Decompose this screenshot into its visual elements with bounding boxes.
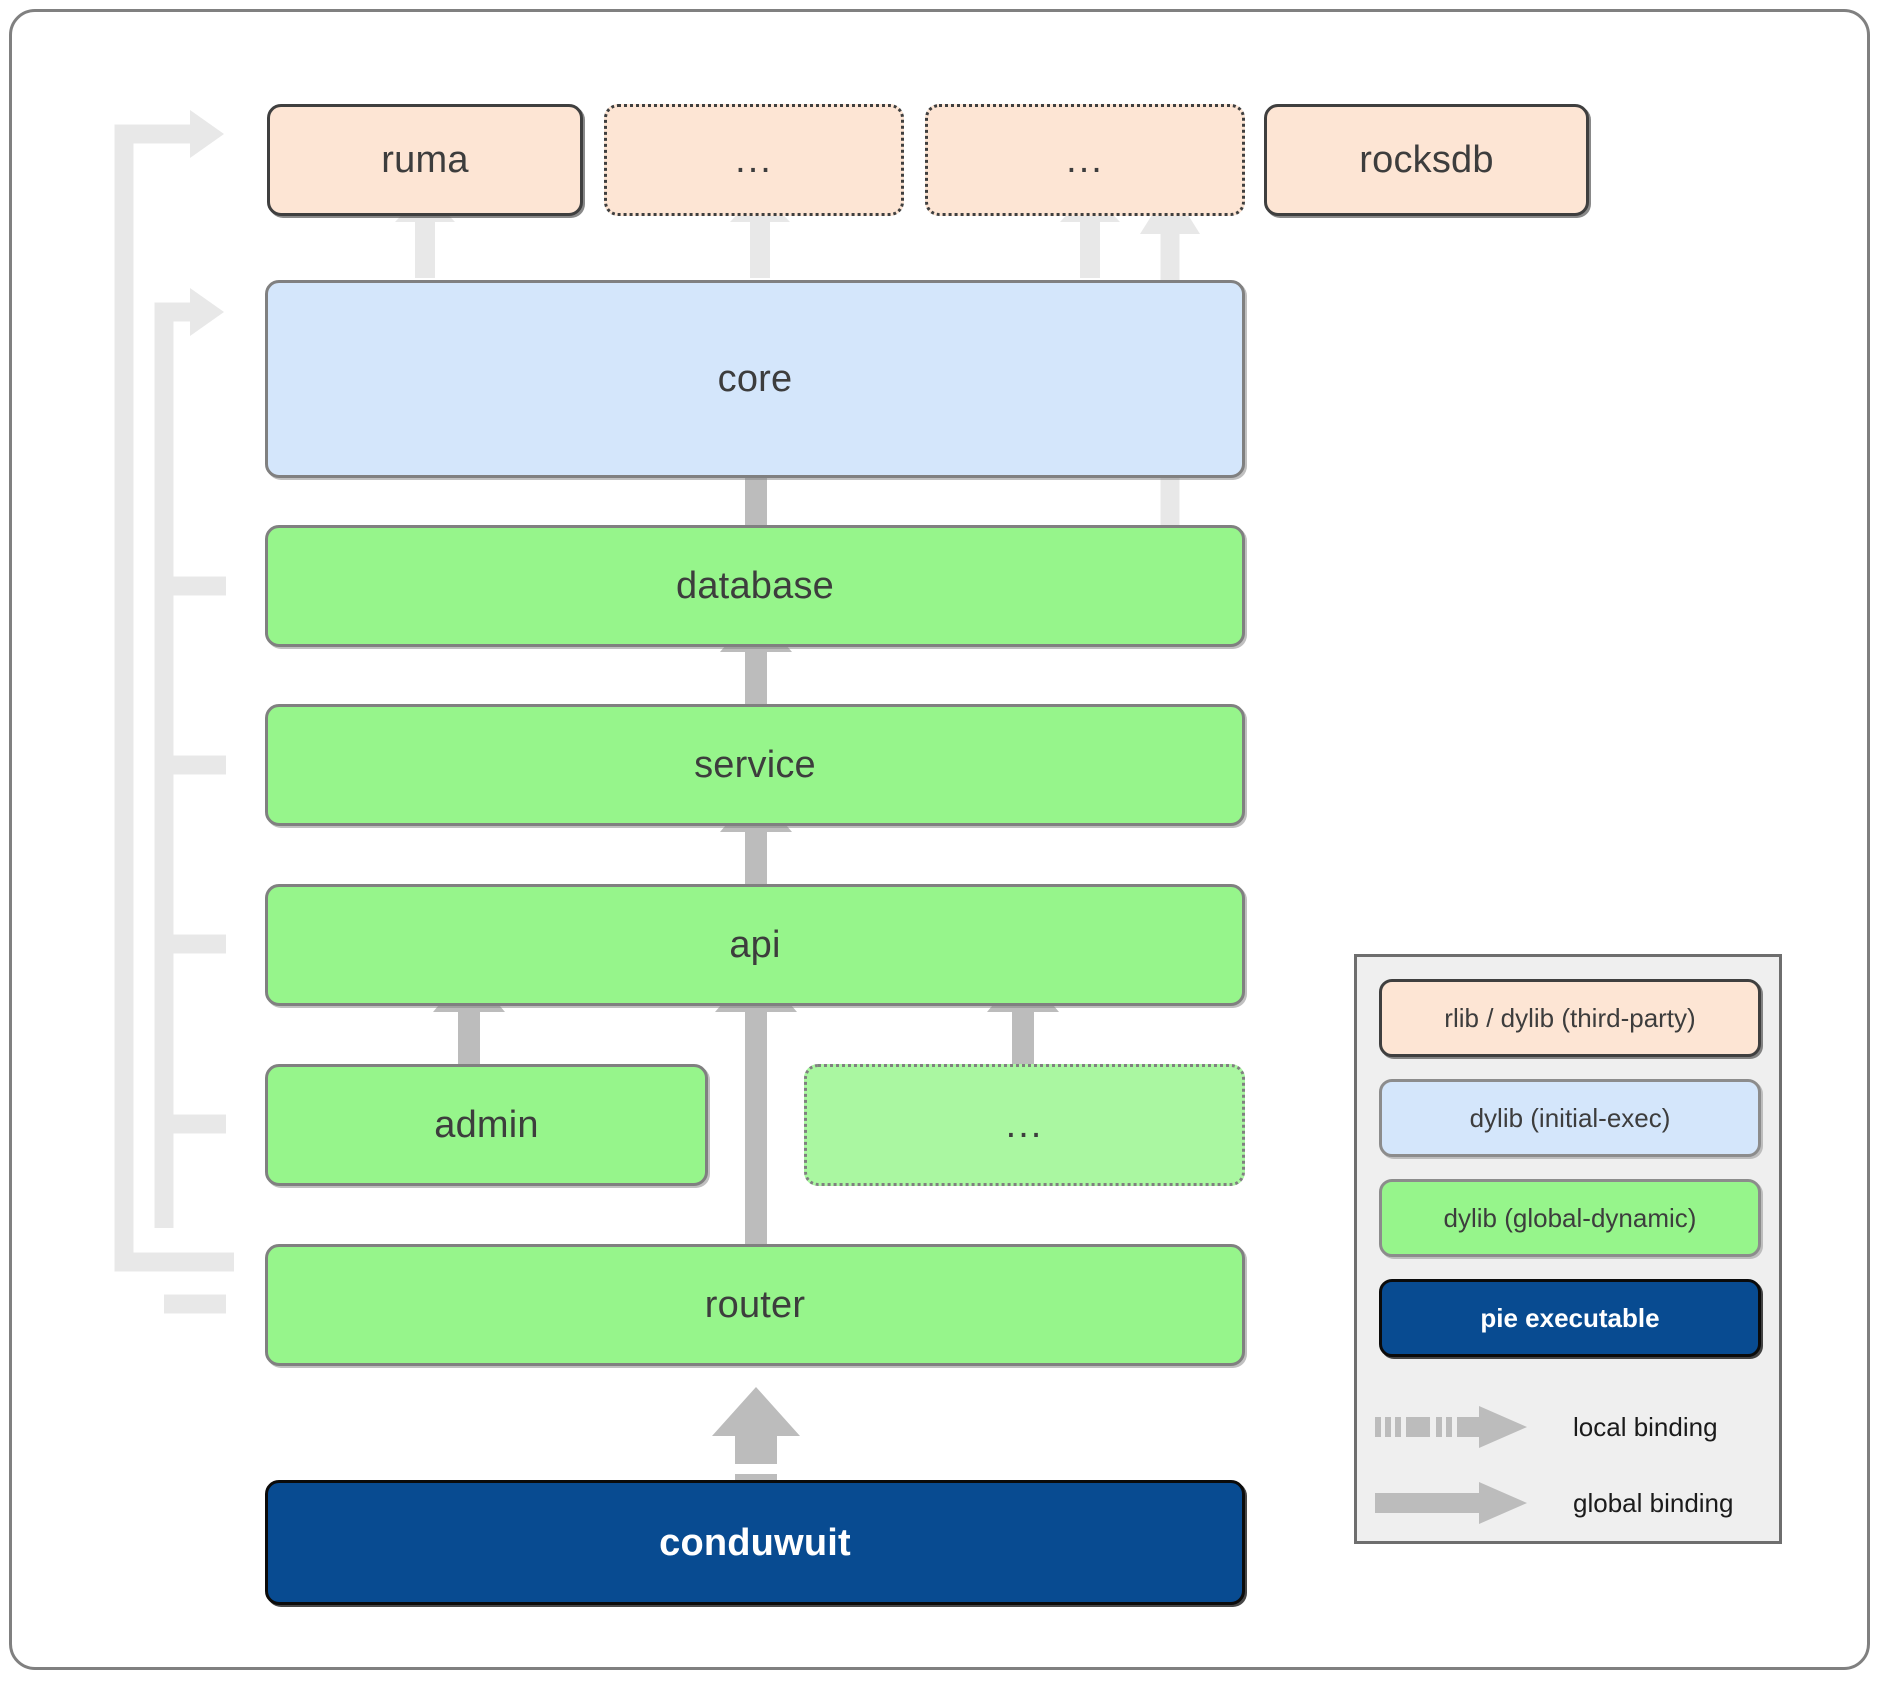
legend-label-third-party: rlib / dylib (third-party) (1444, 1002, 1696, 1033)
node-ellipsis-top-1[interactable]: ... (604, 104, 904, 216)
legend-label-initial-exec: dylib (initial-exec) (1469, 1102, 1671, 1133)
node-database-label: database (676, 565, 834, 607)
node-database[interactable]: database (265, 525, 1245, 647)
global-binding-arrow-icon (1375, 1480, 1535, 1526)
node-router[interactable]: router (265, 1244, 1245, 1366)
legend-swatch-global-dynamic: dylib (global-dynamic) (1379, 1179, 1761, 1257)
node-service[interactable]: service (265, 704, 1245, 826)
legend-row-local-binding: local binding (1375, 1397, 1767, 1457)
legend-swatch-initial-exec: dylib (initial-exec) (1379, 1079, 1761, 1157)
node-core-label: core (717, 358, 793, 400)
legend-row-global-binding: global binding (1375, 1473, 1767, 1533)
legend-label-local-binding: local binding (1573, 1411, 1718, 1442)
node-router-label: router (704, 1284, 806, 1326)
node-ruma-label: ruma (381, 139, 469, 181)
node-rocksdb-label: rocksdb (1359, 139, 1494, 181)
node-ellipsis-top-2[interactable]: ... (925, 104, 1245, 216)
legend-panel: rlib / dylib (third-party) dylib (initia… (1354, 954, 1782, 1544)
node-ellipsis-mid-label: ... (1005, 1104, 1044, 1146)
legend-label-pie-executable: pie executable (1480, 1302, 1660, 1333)
legend-label-global-binding: global binding (1573, 1487, 1734, 1518)
node-api[interactable]: api (265, 884, 1245, 1006)
diagram-frame: ruma ... ... rocksdb core database servi… (9, 9, 1870, 1670)
node-conduwuit-label: conduwuit (659, 1521, 851, 1564)
node-ellipsis-top-2-label: ... (1066, 139, 1104, 181)
node-core[interactable]: core (265, 280, 1245, 478)
legend-swatch-pie-executable: pie executable (1379, 1279, 1761, 1357)
node-ellipsis-top-1-label: ... (735, 139, 773, 181)
legend-label-global-dynamic: dylib (global-dynamic) (1443, 1202, 1697, 1233)
node-admin[interactable]: admin (265, 1064, 708, 1186)
node-service-label: service (694, 744, 816, 786)
node-conduwuit[interactable]: conduwuit (265, 1480, 1245, 1605)
node-api-label: api (729, 924, 781, 966)
node-admin-label: admin (434, 1104, 539, 1146)
node-ellipsis-mid[interactable]: ... (804, 1064, 1245, 1186)
local-binding-arrow-icon (1375, 1404, 1535, 1450)
node-ruma[interactable]: ruma (267, 104, 583, 216)
legend-swatch-third-party: rlib / dylib (third-party) (1379, 979, 1761, 1057)
node-rocksdb[interactable]: rocksdb (1264, 104, 1589, 216)
